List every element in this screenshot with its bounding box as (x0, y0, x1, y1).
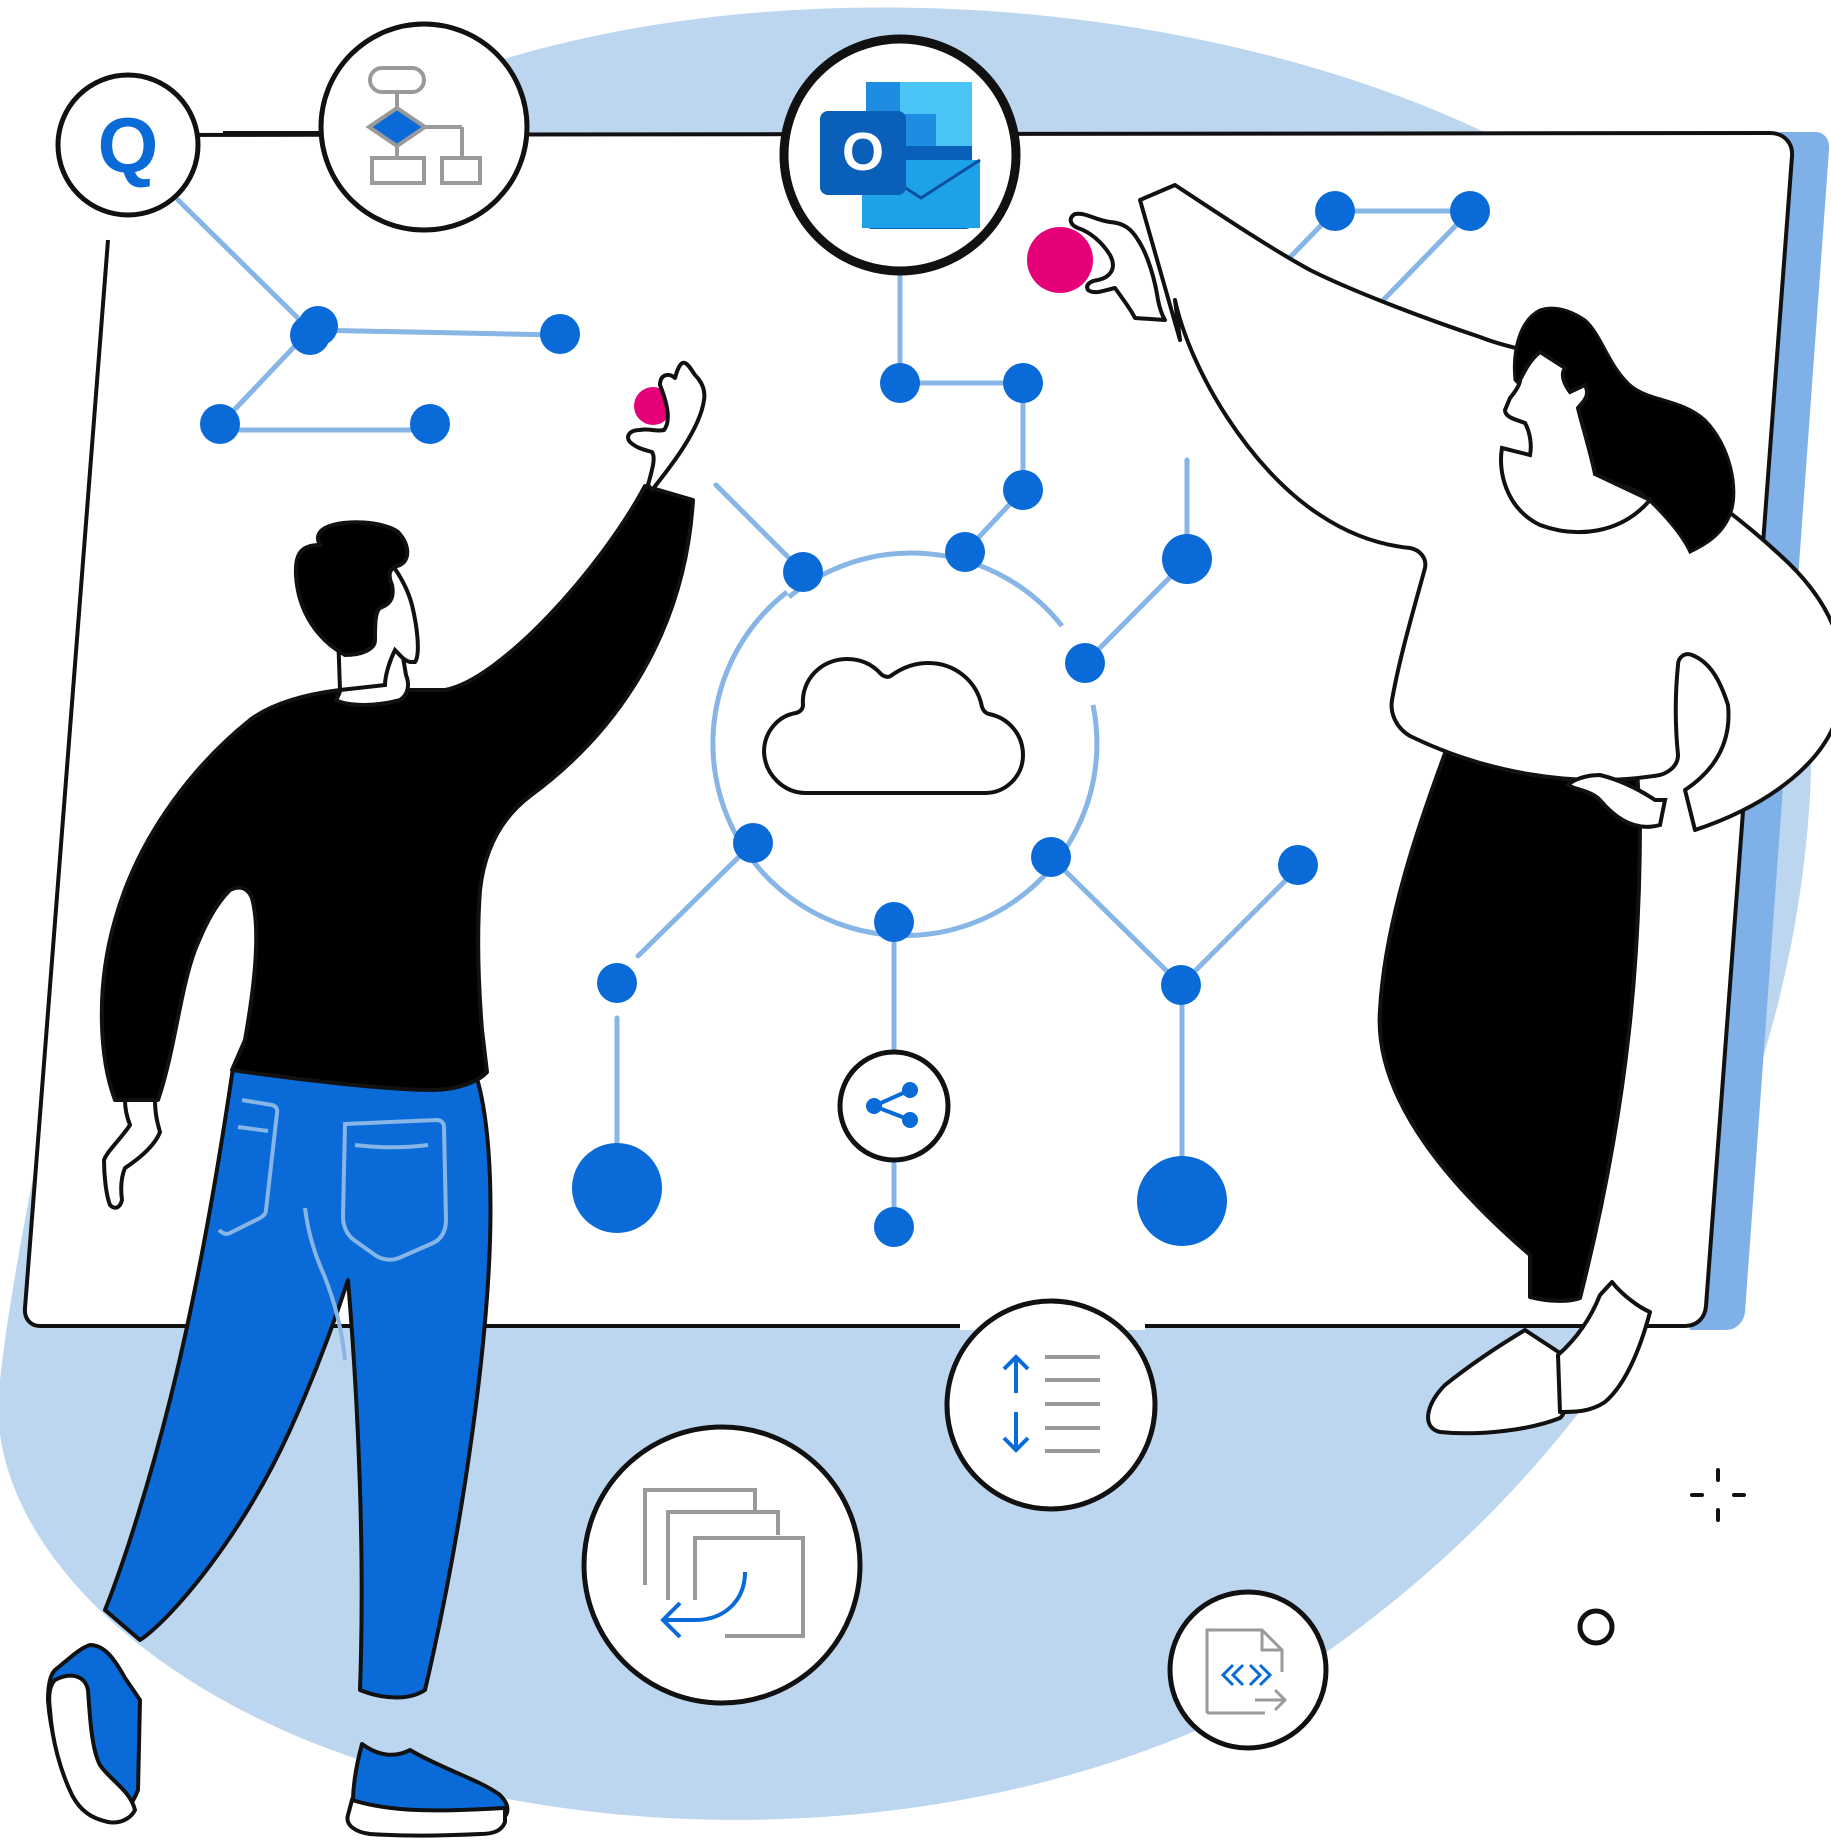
cloud-icon (762, 657, 1025, 795)
flowchart-icon (365, 66, 482, 185)
sparkle-icon (1690, 1468, 1746, 1522)
code-file-icon (1205, 1628, 1288, 1715)
cloud-ring-lower (710, 590, 1100, 938)
man-jeans (103, 1058, 493, 1700)
woman-pants (1377, 733, 1642, 1303)
man-jeans-details (217, 1098, 449, 1361)
cloud-ring (787, 550, 1064, 628)
flowchart-badge (318, 21, 530, 233)
share-icon (866, 1082, 918, 1128)
sort-list-icon (1002, 1354, 1100, 1453)
man-sweater (99, 484, 695, 1102)
code-file-badge (1167, 1589, 1329, 1751)
folders-restore-icon (643, 1488, 805, 1639)
man-left-shoe-sole (47, 1673, 138, 1825)
q-logo-badge: Q (55, 72, 201, 218)
woman-lower-hand (1564, 772, 1668, 829)
folders-restore-badge (581, 1424, 863, 1706)
svg-text:O: O (842, 122, 884, 182)
woman-face (1499, 349, 1654, 535)
man-hair (293, 520, 410, 658)
share-badge (837, 1049, 951, 1163)
outlook-badge: O (779, 34, 1021, 276)
pink-dot-large (1027, 227, 1093, 293)
woman-right-shoe (1556, 1280, 1652, 1414)
man-raised-hand (626, 360, 707, 492)
ring-decoration-icon (1577, 1608, 1615, 1646)
man-right-shoe-sole (345, 1797, 507, 1838)
woman-figure (1068, 183, 1831, 1436)
q-logo-icon: Q (98, 101, 159, 189)
man-lower-hand (102, 1098, 162, 1210)
man-figure (46, 360, 707, 1838)
woman-raised-hand (1068, 211, 1167, 322)
outlook-icon: O (820, 82, 981, 229)
sort-list-badge (944, 1298, 1158, 1512)
